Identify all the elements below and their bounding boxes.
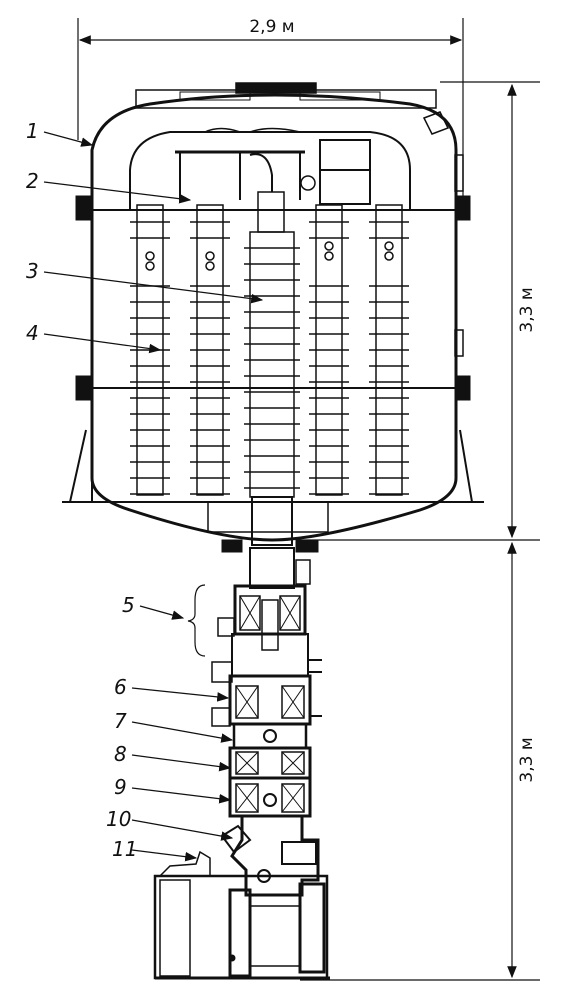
label-5: 5 <box>122 593 135 617</box>
tank <box>62 82 484 542</box>
label-6: 6 <box>114 675 127 699</box>
label-8: 8 <box>114 742 127 766</box>
leader-lines <box>43 131 264 862</box>
label-2: 2 <box>26 169 39 193</box>
label-11: 11 <box>112 837 137 861</box>
label-10: 10 <box>106 807 131 831</box>
lower-column <box>153 496 330 980</box>
label-7: 7 <box>114 709 127 733</box>
magnetic-lens-6 <box>211 674 322 727</box>
label-4: 4 <box>26 321 39 345</box>
column-height-dimension: 3,3 м <box>517 737 537 782</box>
insulator-column-central <box>244 191 300 498</box>
insulator-column-4 <box>309 204 349 496</box>
tank-height-dimension: 3,3 м <box>517 287 537 332</box>
insulator-columns <box>130 191 409 498</box>
lens-9 <box>228 776 312 818</box>
label-1: 1 <box>26 119 39 143</box>
dimension-lines <box>77 18 540 981</box>
callout-labels: 1 2 3 4 5 6 7 8 9 10 11 <box>26 119 137 861</box>
magnetic-lens-group <box>217 584 307 651</box>
insulator-column-1 <box>130 204 170 496</box>
lens-8 <box>228 746 312 780</box>
lens-7 <box>232 722 308 750</box>
width-dimension: 2,9 м <box>249 17 294 37</box>
label-3: 3 <box>26 259 39 283</box>
insulator-column-2 <box>190 204 230 496</box>
label-9: 9 <box>114 775 127 799</box>
insulator-column-5 <box>369 204 409 496</box>
